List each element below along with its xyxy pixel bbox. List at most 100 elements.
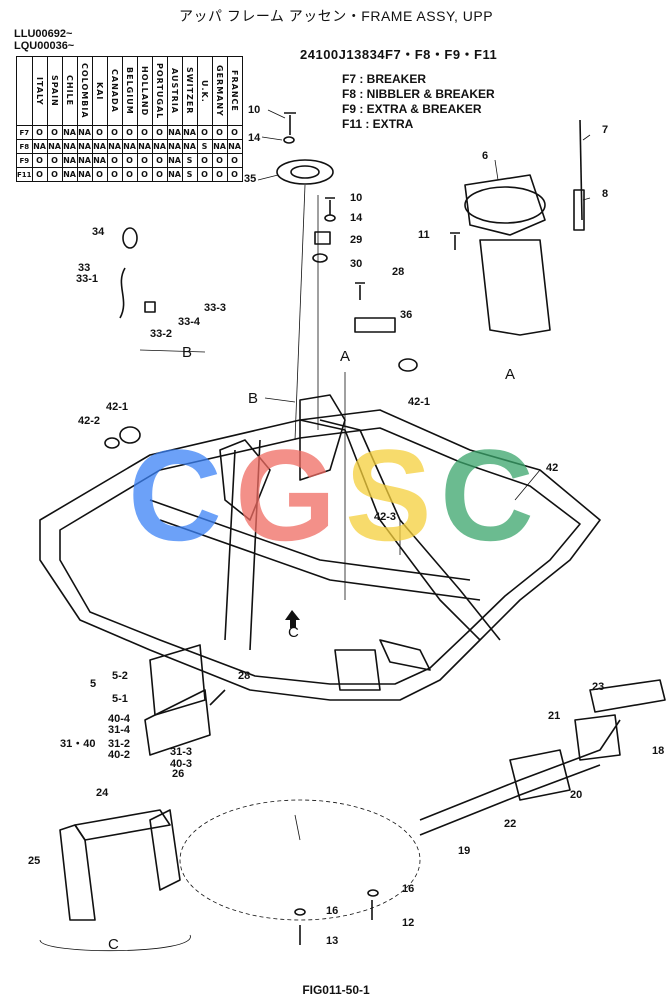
label-part-34: 34 <box>92 226 105 238</box>
swing-bearing-phantom <box>179 799 421 921</box>
table-row: F8 NA NA NA NA NA NA NA NA NA NA NA S NA… <box>16 139 243 154</box>
pin-part-8 <box>573 189 585 231</box>
cover-part-35 <box>276 159 334 185</box>
harness-part-33 <box>119 267 126 319</box>
label-part-28: 28 <box>392 266 405 278</box>
label-part-40-3: 40-3 <box>170 758 193 770</box>
table-row: F11 O O NA NA O O O O O NA S O O O <box>16 167 243 182</box>
label-part-23: 23 <box>592 681 605 693</box>
label-part-10: 10 <box>350 192 363 204</box>
legend-f8: F8 : NIBBLER & BREAKER <box>342 87 495 101</box>
label-part-42-3: 42-3 <box>374 511 397 523</box>
swing-valve-block <box>464 174 546 236</box>
label-part-16: 16 <box>326 905 339 917</box>
label-part-21: 21 <box>548 710 561 722</box>
label-part-40-2: 40-2 <box>108 749 131 761</box>
washer-part-16a <box>294 908 306 916</box>
label-part-24: 24 <box>96 787 109 799</box>
clamp-part-34 <box>122 227 138 249</box>
watermark-logo: C G S C <box>128 422 534 568</box>
label-part-33: 33 <box>78 262 91 274</box>
watermark-letter-s: S <box>345 422 432 568</box>
label-part-33-4: 33-4 <box>178 316 201 328</box>
label-part-20: 20 <box>570 789 583 801</box>
label-part-42-2: 42-2 <box>78 415 101 427</box>
swing-motor-top <box>464 186 546 224</box>
bolt-part-28 <box>355 282 365 300</box>
table-row: F7 O O NA NA O O O O O NA NA O O O <box>16 125 243 140</box>
washer-part-16b <box>367 889 379 897</box>
label-part-28: 28 <box>238 670 251 682</box>
option-legend: F7 : BREAKER F8 : NIBBLER & BREAKER F9 :… <box>342 72 495 132</box>
label-part-36: 36 <box>400 309 413 321</box>
label-part-16: 16 <box>402 883 415 895</box>
label-part-26: 26 <box>172 768 185 780</box>
label-part-8: 8 <box>602 188 609 200</box>
washer-part-14a <box>283 136 295 144</box>
label-part-33-1: 33-1 <box>76 273 99 285</box>
stand-leg-left <box>59 824 96 921</box>
figure-id: FIG011-50-1 <box>302 983 370 997</box>
label-part-6: 6 <box>482 150 489 162</box>
watermark-letter-g: G <box>235 422 336 568</box>
washer-part-14b <box>324 214 336 222</box>
table-cell: O <box>226 167 243 182</box>
part-code: 24100J13834F7・F8・F9・F11 <box>300 47 498 62</box>
view-ref-b-marker: B <box>248 390 259 407</box>
label-part-31-3: 31-3 <box>170 746 193 758</box>
label-part-19: 19 <box>458 845 471 857</box>
bolt-part-28b <box>209 689 226 706</box>
seal-part-30 <box>312 253 328 263</box>
label-part-33-2: 33-2 <box>150 328 173 340</box>
view-ref-c-title: C <box>108 936 119 953</box>
label-part-13: 13 <box>326 935 339 947</box>
view-ref-a-title: A <box>505 366 516 383</box>
label-part-22: 22 <box>504 818 517 830</box>
frame-cutout-1 <box>334 649 381 691</box>
label-part-40-4: 40-4 <box>108 713 131 725</box>
view-ref-b-title: B <box>182 344 193 361</box>
cap-part-29 <box>314 231 331 245</box>
stand-leg-right <box>149 809 181 891</box>
label-part-10: 10 <box>248 104 261 116</box>
view-ref-c-marker: C <box>288 624 299 641</box>
swing-motor-body <box>479 239 551 336</box>
legend-f11: F11 : EXTRA <box>342 117 414 131</box>
label-part-31-40: 31・40 <box>60 738 96 750</box>
bolt-part-10b <box>325 197 335 215</box>
table-cell: O <box>226 153 243 168</box>
serial-range-1: LLU00692~ <box>14 28 73 40</box>
frame-crossmember <box>149 499 481 601</box>
stand-part-24 <box>74 809 171 841</box>
cover-plate-part-31 <box>144 689 211 756</box>
label-part-5-2: 5-2 <box>112 670 128 682</box>
label-part-5: 5 <box>90 678 97 690</box>
upper-frame-inner <box>59 427 581 685</box>
page-title: アッパ フレーム アッセン・FRAME ASSY, UPP <box>178 8 494 24</box>
label-part-11: 11 <box>418 229 430 241</box>
rod-part-7 <box>579 119 583 221</box>
cover-plate-part-5 <box>149 644 206 716</box>
watermark-letter-c1: C <box>128 422 222 568</box>
label-part-33-3: 33-3 <box>204 302 227 314</box>
arrow-up-icon <box>285 610 300 628</box>
frame-cutout-2 <box>379 639 431 671</box>
label-part-5-1: 5-1 <box>112 693 128 705</box>
label-part-14: 14 <box>350 212 363 224</box>
label-part-35: 35 <box>244 173 257 185</box>
label-part-25: 25 <box>28 855 41 867</box>
block-part-23 <box>574 714 621 761</box>
view-ref-a-marker: A <box>340 348 351 365</box>
label-part-42-1: 42-1 <box>106 401 129 413</box>
upper-frame-plate <box>39 409 601 701</box>
table-row: F9 O O NA NA NA O O O O NA S O O O <box>16 153 243 168</box>
table-cell: NA <box>226 139 243 154</box>
label-part-14: 14 <box>248 132 261 144</box>
label-part-29: 29 <box>350 234 363 246</box>
legend-f9: F9 : EXTRA & BREAKER <box>342 102 482 116</box>
serial-range-2: LQU00036~ <box>14 40 75 52</box>
label-part-42: 42 <box>546 462 559 474</box>
bolt-part-10a <box>284 112 296 135</box>
label-part-7: 7 <box>602 124 609 136</box>
